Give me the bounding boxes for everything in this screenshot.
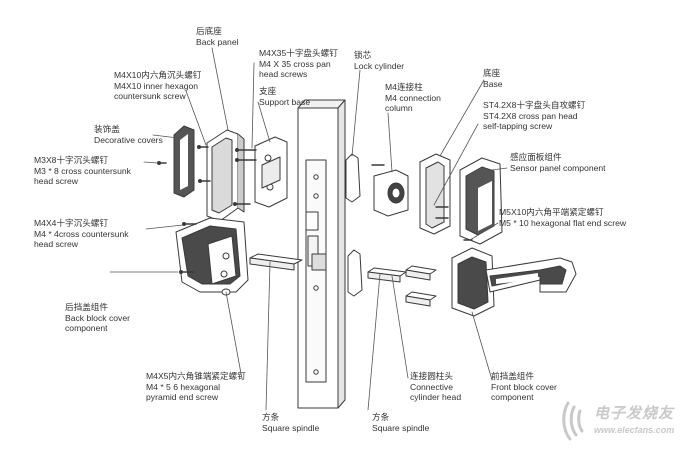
label-decorative-covers: 装饰盖 Decorative covers — [94, 124, 163, 145]
watermark-logo-icon — [562, 401, 584, 441]
label-m4x4-screw-en1: M4 * 4cross countersunk — [34, 228, 129, 239]
label-cross-pan-screws-en2: head screws — [259, 69, 308, 80]
lock-cylinder-part — [345, 153, 363, 297]
label-support-base-cn: 支座 — [259, 86, 277, 96]
label-inner-hex-screw-cn: M4X10内六角沉头螺钉 — [114, 70, 202, 80]
label-connection-column-en2: column — [385, 103, 413, 114]
label-cross-pan-screws: M4X35十字盘头螺钉 M4 X 35 cross pan head screw… — [259, 48, 338, 80]
label-self-tapping-screw-en1: ST4.2X8 cross pan head — [483, 110, 578, 121]
back-panel-part — [206, 129, 245, 222]
label-support-base-en: Support base — [259, 96, 311, 107]
label-back-block-cover: 后挡盖组件 Back block cover component — [65, 302, 130, 334]
label-sensor-panel: 感应面板组件 Sensor panel component — [510, 152, 606, 173]
label-hex-flat-end-screw-en: M5 * 10 hexagonal flat end screw — [499, 217, 627, 228]
label-square-spindle-left-en: Square spindle — [262, 422, 320, 433]
label-square-spindle-left-cn: 方条 — [262, 412, 280, 422]
label-pyramid-end-screw-en1: M4 * 5 6 hexagonal — [146, 381, 221, 392]
label-lock-cylinder: 锁芯 Lock cylinder — [354, 50, 404, 71]
label-square-spindle-right: 方条 Square spindle — [372, 412, 429, 433]
label-m4x4-screw: M4X4十字沉头螺钉 M4 * 4cross countersunk head … — [34, 218, 129, 250]
label-connection-column-en1: M4 connection — [385, 92, 441, 103]
label-pyramid-end-screw-cn: M4X5内六角锥端紧定螺钉 — [146, 371, 246, 381]
support-base-part — [254, 136, 288, 208]
label-front-block-cover-en2: component — [491, 392, 534, 403]
base-part — [419, 153, 451, 235]
label-decorative-covers-cn: 装饰盖 — [94, 124, 120, 134]
label-self-tapping-screw-en2: self-tapping screw — [483, 121, 553, 132]
label-m3x8-screw-en2: head screw — [34, 176, 78, 187]
label-pyramid-end-screw: M4X5内六角锥端紧定螺钉 M4 * 5 6 hexagonal pyramid… — [146, 371, 246, 403]
label-square-spindle-left: 方条 Square spindle — [262, 412, 319, 433]
label-m4x4-screw-en2: head screw — [34, 239, 78, 250]
label-connective-cylinder-head-en1: Connective — [410, 381, 453, 392]
label-lock-cylinder-en: Lock cylinder — [354, 60, 405, 71]
label-base-cn: 底座 — [483, 68, 501, 78]
label-m3x8-screw: M3X8十字沉头螺钉 M3 * 8 cross countersunk head… — [34, 155, 131, 187]
label-inner-hex-screw: M4X10内六角沉头螺钉 M4X10 inner hexagon counter… — [114, 70, 201, 102]
label-back-panel-cn: 后底座 — [196, 26, 222, 36]
label-back-block-cover-en2: component — [65, 323, 108, 334]
decorative-cover-part — [173, 125, 195, 198]
label-m3x8-screw-en1: M3 * 8 cross countersunk — [34, 165, 131, 176]
label-back-block-cover-cn: 后挡盖组件 — [65, 302, 108, 312]
label-square-spindle-right-cn: 方条 — [372, 412, 390, 422]
watermark-url: www.elecfans.com — [594, 425, 675, 435]
connection-column-part — [373, 169, 409, 217]
label-base: 底座 Base — [483, 68, 503, 89]
label-m3x8-screw-cn: M3X8十字沉头螺钉 — [34, 155, 109, 165]
label-front-block-cover-cn: 前挡盖组件 — [491, 371, 534, 381]
watermark: 电子发烧友 www.elecfans.com — [560, 397, 685, 447]
label-connection-column-cn: M4连接柱 — [385, 82, 423, 92]
label-self-tapping-screw-cn: ST4.2X8十字盘头自攻螺钉 — [483, 100, 586, 110]
square-spindle-left — [249, 253, 303, 271]
back-block-cover-part — [175, 217, 249, 296]
label-hex-flat-end-screw-cn: M5X10内六角平端紧定螺钉 — [499, 207, 604, 217]
label-cross-pan-screws-cn: M4X35十字盘头螺钉 — [259, 48, 338, 58]
label-front-block-cover: 前挡盖组件 Front block cover component — [491, 371, 557, 403]
label-m4x4-screw-cn: M4X4十字沉头螺钉 — [34, 218, 109, 228]
label-sensor-panel-en: Sensor panel component — [510, 162, 606, 173]
label-support-base: 支座 Support base — [259, 86, 310, 107]
label-hex-flat-end-screw: M5X10内六角平端紧定螺钉 M5 * 10 hexagonal flat en… — [499, 207, 626, 228]
label-connective-cylinder-head-en2: cylinder head — [410, 392, 462, 403]
watermark-brand: 电子发烧友 — [594, 404, 675, 422]
leader-lines — [109, 47, 508, 411]
label-connective-cylinder-head: 连接圆柱头 Connective cylinder head — [410, 371, 461, 403]
label-base-en: Base — [483, 78, 503, 89]
connective-cylinder-heads — [367, 265, 437, 307]
label-self-tapping-screw: ST4.2X8十字盘头自攻螺钉 ST4.2X8 cross pan head s… — [483, 100, 585, 132]
label-back-panel: 后底座 Back panel — [196, 26, 239, 47]
door-mortise-body — [297, 99, 346, 409]
label-inner-hex-screw-en1: M4X10 inner hexagon — [114, 80, 199, 91]
label-back-panel-en: Back panel — [196, 36, 239, 47]
label-back-block-cover-en1: Back block cover — [65, 312, 130, 323]
front-block-cover-part — [451, 247, 577, 317]
screw-heads-left — [157, 145, 239, 274]
sensor-panel-part — [459, 157, 503, 245]
label-front-block-cover-en1: Front block cover — [491, 381, 557, 392]
label-connective-cylinder-head-cn: 连接圆柱头 — [410, 371, 453, 381]
label-pyramid-end-screw-en2: pyramid end screw — [146, 392, 219, 403]
label-sensor-panel-cn: 感应面板组件 — [510, 152, 562, 162]
label-lock-cylinder-cn: 锁芯 — [354, 50, 372, 60]
label-connection-column: M4连接柱 M4 connection column — [385, 82, 441, 114]
label-decorative-covers-en: Decorative covers — [94, 134, 163, 145]
label-cross-pan-screws-en1: M4 X 35 cross pan — [259, 58, 331, 69]
label-square-spindle-right-en: Square spindle — [372, 422, 430, 433]
label-inner-hex-screw-en2: countersunk screw — [114, 91, 186, 102]
